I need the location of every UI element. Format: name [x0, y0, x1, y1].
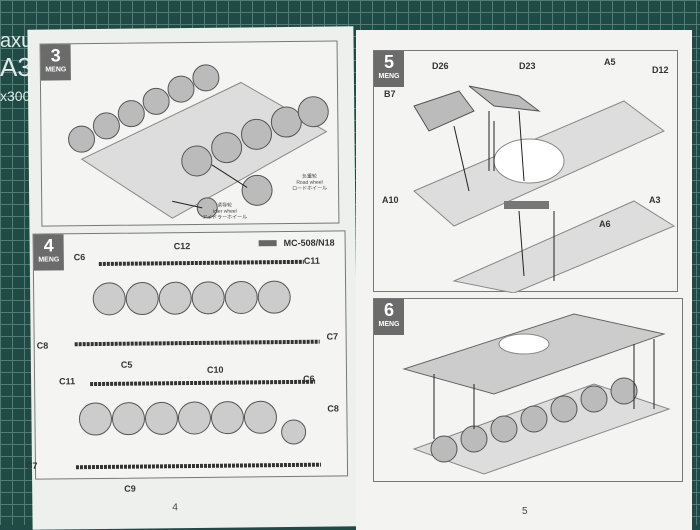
- hull-wheels-drawing: [68, 64, 329, 219]
- part-label: A10: [382, 195, 399, 205]
- part-label: D23: [519, 61, 536, 71]
- part-label: C9: [124, 483, 136, 494]
- mat-text: A3: [0, 52, 32, 82]
- page-number: 5: [522, 506, 528, 517]
- part-label: C10: [206, 364, 224, 375]
- part-label: C8: [36, 340, 49, 351]
- mat-text: axu: [0, 30, 33, 52]
- part-label: A6: [599, 219, 611, 229]
- part-label: D12: [652, 65, 669, 75]
- page-number: 4: [172, 502, 179, 514]
- part-label: D26: [432, 61, 449, 71]
- mat-text: x300: [0, 88, 31, 104]
- hull-assembly-drawing: [402, 313, 671, 475]
- hull-top-drawing: [413, 85, 676, 293]
- part-label: C8: [327, 403, 339, 414]
- part-label: C11: [303, 255, 320, 266]
- part-label: C7: [25, 460, 38, 471]
- part-label: C6: [73, 252, 86, 263]
- part-label: A5: [604, 57, 616, 67]
- part-label: C11: [59, 376, 76, 387]
- part-label: C6: [303, 373, 315, 384]
- part-label: C12: [173, 241, 191, 252]
- part-label: A3: [649, 195, 661, 205]
- part-label: C5: [120, 359, 133, 370]
- track-assembly-drawing: [74, 240, 321, 470]
- paint-code: MC-508/N18: [283, 237, 335, 249]
- part-label: C7: [326, 331, 339, 342]
- part-label: B7: [384, 89, 396, 99]
